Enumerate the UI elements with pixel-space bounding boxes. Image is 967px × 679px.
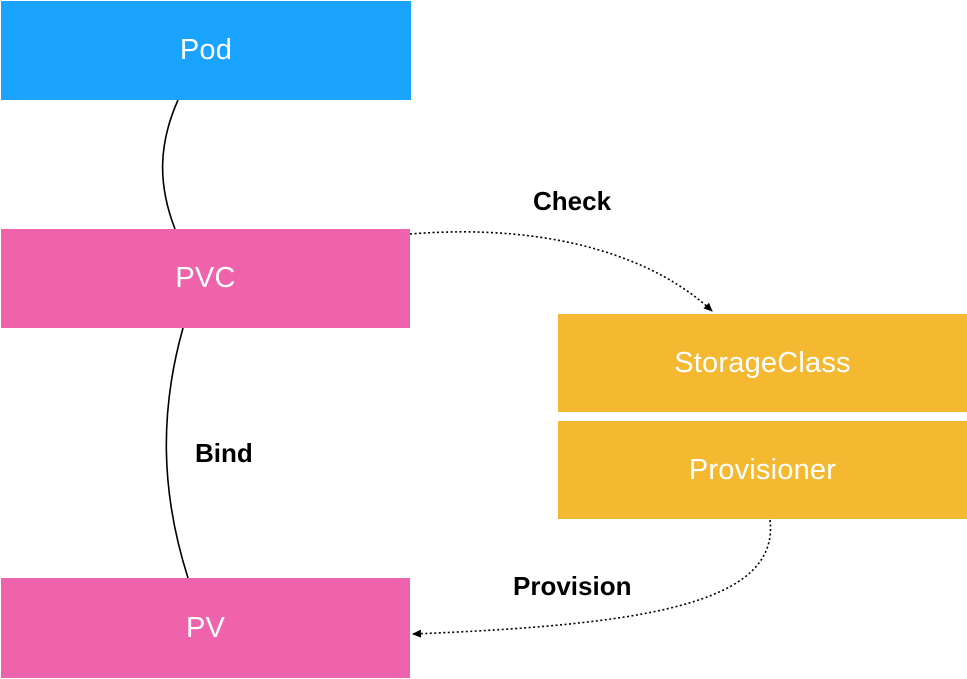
pv-node: PV (1, 578, 410, 678)
pvc-label: PVC (175, 262, 236, 294)
check-edge-label: Check (533, 186, 612, 216)
pvc-storageclass-check-arrow (409, 231, 713, 312)
provisioner-node: Provisioner (558, 421, 967, 519)
pvc-pv-bind-connector (165, 327, 189, 579)
provisioner-label: Provisioner (688, 453, 837, 486)
pod-node: Pod (1, 1, 411, 100)
provisioner-pv-provision-arrow (412, 519, 772, 638)
bind-edge-label: Bind (195, 438, 253, 468)
pod-label: Pod (179, 34, 233, 66)
storageclass-label: StorageClass (674, 346, 851, 379)
storageclass-node: StorageClass (558, 314, 967, 412)
pvc-node: PVC (1, 229, 410, 328)
pod-pvc-connector (161, 99, 179, 230)
provision-edge-label: Provision (513, 571, 632, 601)
pv-label: PV (185, 611, 226, 644)
